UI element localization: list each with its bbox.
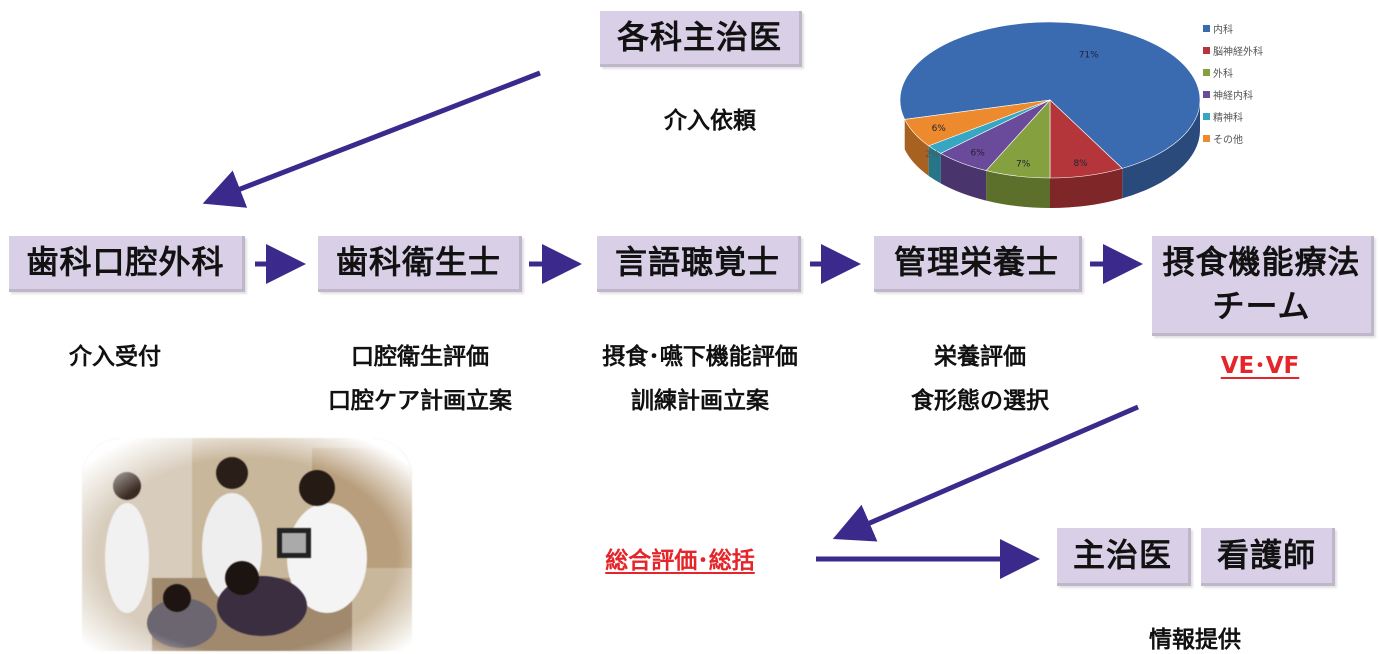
pie-side-2 [986,170,1050,208]
oral-surgery-box: 歯科口腔外科 [9,236,245,292]
nutrition-eval-label: 栄養評価 [934,344,1026,370]
legend-swatch [1203,68,1210,76]
arrow-request-to-oral-surgery [202,70,541,208]
pie-side-1 [1050,168,1123,208]
oral-care-plan-label: 口腔ケア計画立案 [328,388,512,414]
legend-item: 内科 [1203,17,1263,39]
summary-label: 総合評価･総括 [605,548,755,574]
pie-data-label-4: 2% [925,150,940,160]
legend-item: 外科 [1203,61,1263,83]
info-provision-label: 情報提供 [1149,627,1241,653]
legend-swatch [1203,134,1210,142]
legend-swatch [1203,24,1210,32]
training-plan-label: 訓練計画立案 [631,388,769,414]
swallowing-team-box: 摂食機能療法 チーム [1152,236,1374,336]
pie-data-label-1: 8% [1073,159,1088,169]
legend-swatch [1203,90,1210,98]
team-photo [82,438,412,651]
speech-therapist-label: 言語聴覚士 [614,242,780,281]
legend-swatch [1203,46,1210,54]
department-pie-chart: 71% 8% 7% 6% 2% 6% [899,21,1200,208]
dental-hygienist-box: 歯科衛生士 [318,236,522,292]
arrow-team-to-summary [832,404,1139,542]
nurse-label: 看護師 [1216,535,1316,574]
pie-data-label-0: 71% [1079,50,1099,60]
legend-item: 精神科 [1203,105,1263,127]
dietitian-label: 管理栄養士 [893,242,1059,281]
legend-label: 神経内科 [1213,90,1253,102]
pie-data-label-2: 7% [1016,159,1031,169]
legend-label: 精神科 [1213,112,1243,124]
legend-item: その他 [1203,127,1263,149]
legend-label: 外科 [1213,68,1233,80]
nurse-box: 看護師 [1201,528,1335,586]
speech-therapist-box: 言語聴覚士 [597,236,801,292]
pie-side-4 [928,145,941,184]
request-label: 介入依頼 [664,108,756,134]
swallowing-team-label-line1: 摂食機能療法 [1162,243,1361,282]
legend-item: 脳神経外科 [1203,39,1263,61]
swallowing-team-label-line2: チーム [1212,286,1311,325]
hygiene-eval-label: 口腔衛生評価 [351,344,489,370]
legend-label: 脳神経外科 [1213,46,1263,58]
pie-data-label-5: 6% [932,124,947,134]
dental-hygienist-label: 歯科衛生士 [335,242,501,281]
pie-side-0 [1122,100,1200,199]
food-form-label: 食形態の選択 [911,388,1049,414]
oral-surgery-label: 歯科口腔外科 [26,242,225,281]
legend-swatch [1203,112,1210,120]
pie-side-5 [904,119,929,176]
legend-label: 内科 [1213,24,1233,36]
pie-legend: 内科脳神経外科外科神経内科精神科その他 [1203,17,1263,149]
primary-doctor-box: 主治医 [1057,528,1191,586]
ve-vf-label: VE･VF [1220,353,1300,379]
attending-doctors-label: 各科主治医 [616,17,782,56]
legend-item: 神経内科 [1203,83,1263,105]
attending-doctors-box: 各科主治医 [600,11,802,67]
pie-data-label-3: 6% [971,149,986,159]
pie-slice-5 [904,99,1051,147]
legend-label: その他 [1213,134,1243,146]
dietitian-box: 管理栄養士 [874,236,1082,292]
pie-slice-0 [899,21,1200,169]
swallow-eval-label: 摂食･嚥下機能評価 [602,344,798,370]
primary-doctor-label: 主治医 [1072,535,1172,574]
pie-side-3 [940,153,987,201]
reception-label: 介入受付 [69,344,161,370]
